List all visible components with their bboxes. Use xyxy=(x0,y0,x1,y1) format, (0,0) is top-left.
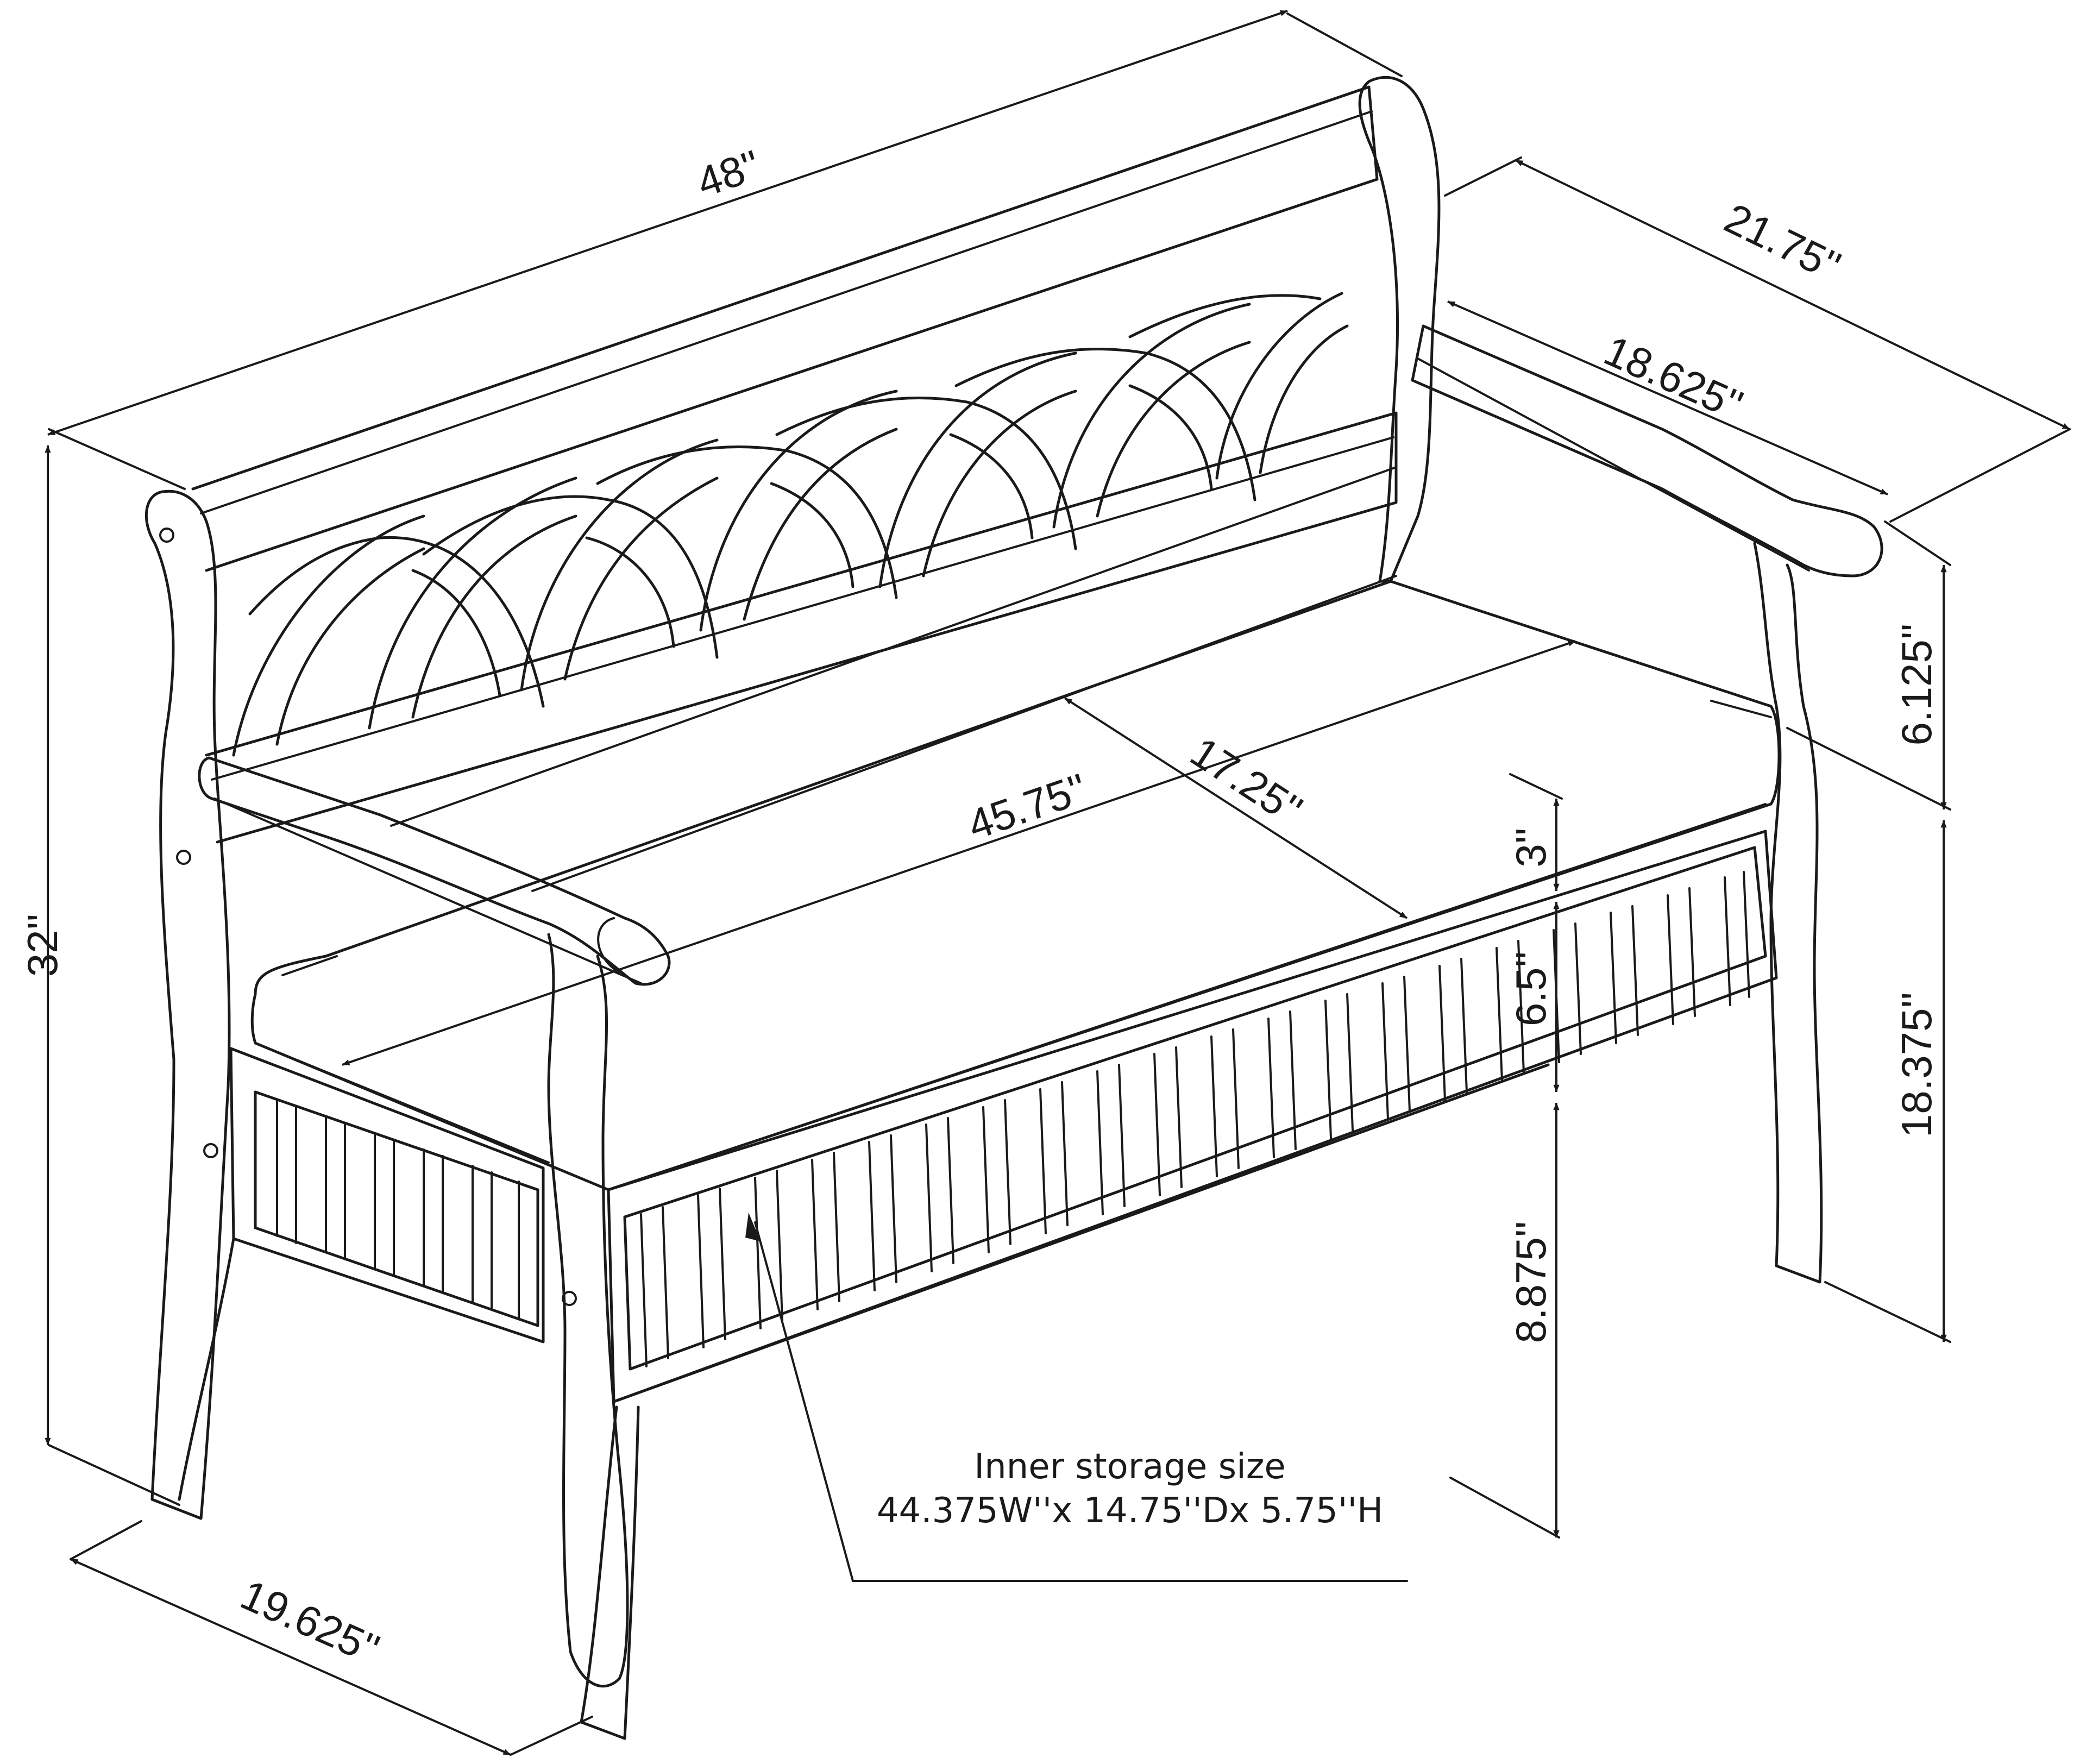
dim-3: 3'' xyxy=(1507,827,1555,867)
bolt-hole xyxy=(203,1143,218,1158)
dim-48: 48'' xyxy=(691,141,766,206)
right-rear-post xyxy=(1358,76,1441,583)
note-title: Inner storage size xyxy=(974,1447,1286,1487)
left-arm xyxy=(198,756,671,986)
dim-18-375: 18.375'' xyxy=(1893,992,1940,1138)
backrest-arches xyxy=(232,292,1349,757)
side-panel-slats xyxy=(276,1099,520,1319)
back-top-rail xyxy=(191,85,1379,572)
front-left-leg xyxy=(178,1237,235,1501)
dim-17-25: 17.25'' xyxy=(1182,727,1311,834)
side-storage-panel xyxy=(229,1047,545,1344)
bolt-hole xyxy=(562,1291,577,1306)
bolt-hole xyxy=(159,528,174,543)
seat-cushion xyxy=(250,580,1781,1191)
dim-32: 32'' xyxy=(18,914,66,977)
dim-6-5: 6.5'' xyxy=(1507,951,1555,1026)
left-rear-post xyxy=(144,489,231,1520)
note-size: 44.375W''x 14.75''Dx 5.75''H xyxy=(876,1491,1384,1531)
dim-45-75: 45.75'' xyxy=(962,764,1093,849)
dim-8-875: 8.875'' xyxy=(1507,1221,1555,1344)
dim-19-625: 19.625'' xyxy=(234,1571,387,1674)
dimension-lines xyxy=(45,10,2071,1756)
dim-18-625: 18.625'' xyxy=(1598,327,1750,430)
inner-storage-note: Inner storage size 44.375W''x 14.75''Dx … xyxy=(804,1445,1456,1534)
front-panel-slats xyxy=(640,871,1750,1367)
bolt-hole xyxy=(176,850,191,865)
left-front-post xyxy=(547,933,629,1688)
dim-6-125: 6.125'' xyxy=(1893,624,1940,746)
right-front-post xyxy=(1753,542,1823,1284)
dim-21-75: 21.75'' xyxy=(1717,194,1848,291)
front-storage-panel xyxy=(607,830,1778,1403)
